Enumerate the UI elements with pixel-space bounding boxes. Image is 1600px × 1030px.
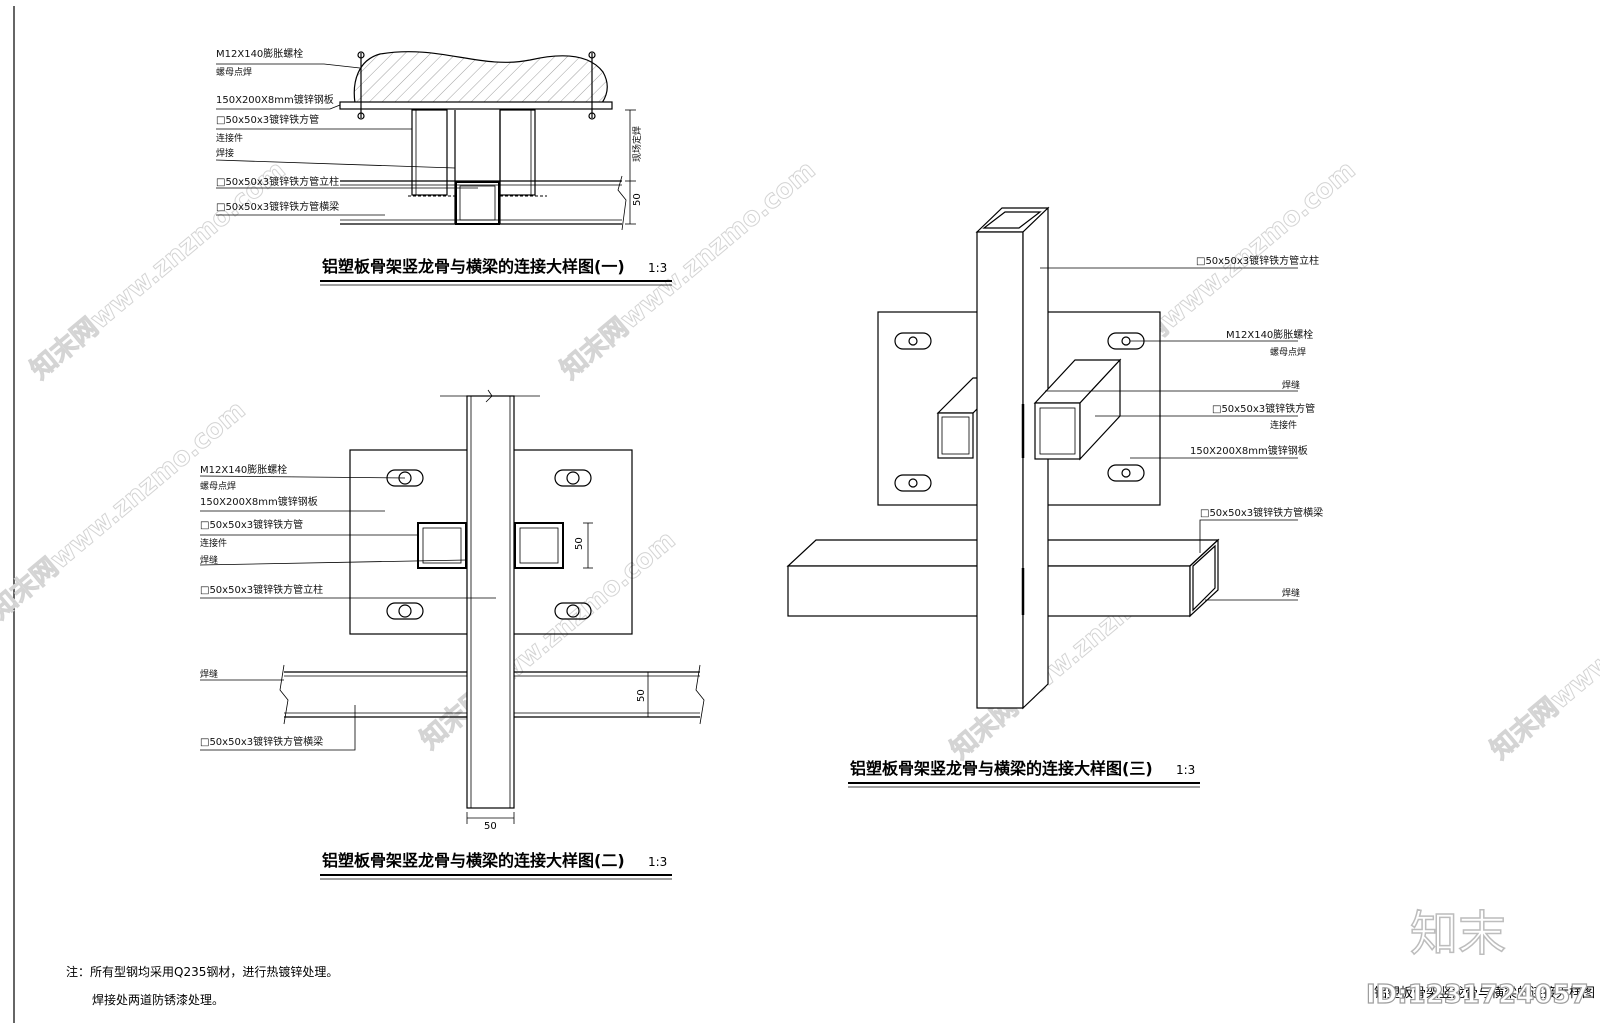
label-plate: 150X200X8mm镀锌钢板 <box>216 93 334 106</box>
brand-logo: 知末 <box>1410 906 1506 962</box>
label-column: □50x50x3镀锌铁方管立柱 <box>216 175 339 188</box>
label-bolt: M12X140膨胀螺栓 <box>200 463 287 476</box>
bolt-nut <box>588 51 596 59</box>
bolt-nut <box>357 51 365 59</box>
leader <box>216 104 341 110</box>
leader <box>200 705 356 751</box>
label-weld: 焊接 <box>216 147 234 159</box>
label-connector: 连接件 <box>1270 419 1297 431</box>
detail-3-title: 铝塑板骨架竖龙骨与横梁的连接大样图(三) <box>850 759 1153 778</box>
leader <box>199 475 406 479</box>
detail-1-title: 铝塑板骨架竖龙骨与横梁的连接大样图(一) <box>322 257 625 276</box>
break-mark <box>695 664 705 725</box>
detail-3: □50x50x3镀锌铁方管立柱 M12X140膨胀螺栓 螺母点焊 焊缝 □50x… <box>786 206 1323 788</box>
label-tube: □50x50x3镀锌铁方管 <box>216 113 319 126</box>
dim-50: 50 <box>636 689 647 702</box>
label-nut-weld: 螺母点焊 <box>216 66 252 78</box>
label-column: □50x50x3镀锌铁方管立柱 <box>200 583 323 596</box>
watermarks: 知末网www.znzmo.com 知末网www.znzmo.com 知末网www… <box>0 155 1600 766</box>
label-nut-weld: 螺母点焊 <box>200 480 236 492</box>
label-beam: □50x50x3镀锌铁方管横梁 <box>216 200 339 213</box>
notes: 注：所有型钢均采用Q235钢材，进行热镀锌处理。 焊接处两道防锈漆处理。 <box>66 964 338 1007</box>
leader <box>1199 519 1298 553</box>
label-bolt: M12X140膨胀螺栓 <box>216 47 303 60</box>
note-line-1: 注：所有型钢均采用Q235钢材，进行热镀锌处理。 <box>66 964 338 979</box>
connector-right <box>1033 358 1122 461</box>
connector-left <box>411 109 448 196</box>
connector-right <box>514 522 564 569</box>
dim-50: 50 <box>632 193 643 206</box>
label-weld-seam: 焊缝 <box>1282 587 1300 599</box>
watermark-text: 知末网www.znzmo.com <box>1485 535 1600 765</box>
bolt-nut <box>588 112 596 120</box>
column <box>975 206 1050 710</box>
steel-plate <box>339 101 613 110</box>
detail-2: 50 50 50 M12X140膨胀螺栓 螺母点焊 150X200X8mm镀锌钢… <box>199 389 705 880</box>
brand-id: ID:1231724057 <box>1366 980 1589 1010</box>
watermark-text: 知末网www.znzmo.com <box>415 525 681 755</box>
connector-left <box>417 522 467 569</box>
label-tube: □50x50x3镀锌铁方管 <box>200 518 303 531</box>
label-plate: 150X200X8mm镀锌钢板 <box>200 495 318 508</box>
dim-50: 50 <box>484 821 497 832</box>
watermark-text: 知末网www.znzmo.com <box>25 155 291 385</box>
branding: 知末 铝塑板骨架竖龙骨与横梁的连接大样图 ID:1231724057 <box>1365 905 1595 1010</box>
label-weld-seam: 焊缝 <box>200 554 218 566</box>
detail-2-scale: 1:3 <box>648 855 667 869</box>
break-mark <box>279 664 289 725</box>
bolt-nut <box>357 112 365 120</box>
label-bolt: M12X140膨胀螺栓 <box>1226 328 1313 341</box>
detail-3-scale: 1:3 <box>1176 763 1195 777</box>
break-mark <box>617 175 627 231</box>
label-column: □50x50x3镀锌铁方管立柱 <box>1196 254 1319 267</box>
leader <box>216 63 361 69</box>
label-connector: 连接件 <box>216 132 243 144</box>
label-weld-seam: 焊缝 <box>1282 379 1300 391</box>
concrete-wall <box>353 51 608 104</box>
label-beam: □50x50x3镀锌铁方管横梁 <box>1200 506 1323 519</box>
bolt-slots <box>386 469 592 620</box>
label-nut-weld: 螺母点焊 <box>1270 346 1306 358</box>
leader <box>199 559 467 566</box>
label-beam: □50x50x3镀锌铁方管横梁 <box>200 735 323 748</box>
label-weld-seam: 焊缝 <box>200 668 218 680</box>
connector-right <box>499 109 536 196</box>
detail-1-scale: 1:3 <box>648 261 667 275</box>
onsite-label: 现场定焊 <box>631 126 643 162</box>
bolt-slots <box>894 332 1145 492</box>
label-tube: □50x50x3镀锌铁方管 <box>1212 402 1315 415</box>
detail-1: 现场定焊 50 M12X140膨胀螺栓 螺母点焊 150X200X8mm镀锌钢板… <box>215 47 672 286</box>
leader <box>215 159 456 169</box>
label-connector: 连接件 <box>200 537 227 549</box>
label-plate: 150X200X8mm镀锌钢板 <box>1190 444 1308 457</box>
dim-50: 50 <box>574 537 585 550</box>
detail-2-title: 铝塑板骨架竖龙骨与横梁的连接大样图(二) <box>322 851 625 870</box>
column-section <box>455 181 500 225</box>
column <box>466 395 515 809</box>
stamp-title: 铝塑板骨架竖龙骨与横梁的连接大样图 <box>1374 985 1595 1001</box>
note-line-2: 焊接处两道防锈漆处理。 <box>92 992 224 1007</box>
